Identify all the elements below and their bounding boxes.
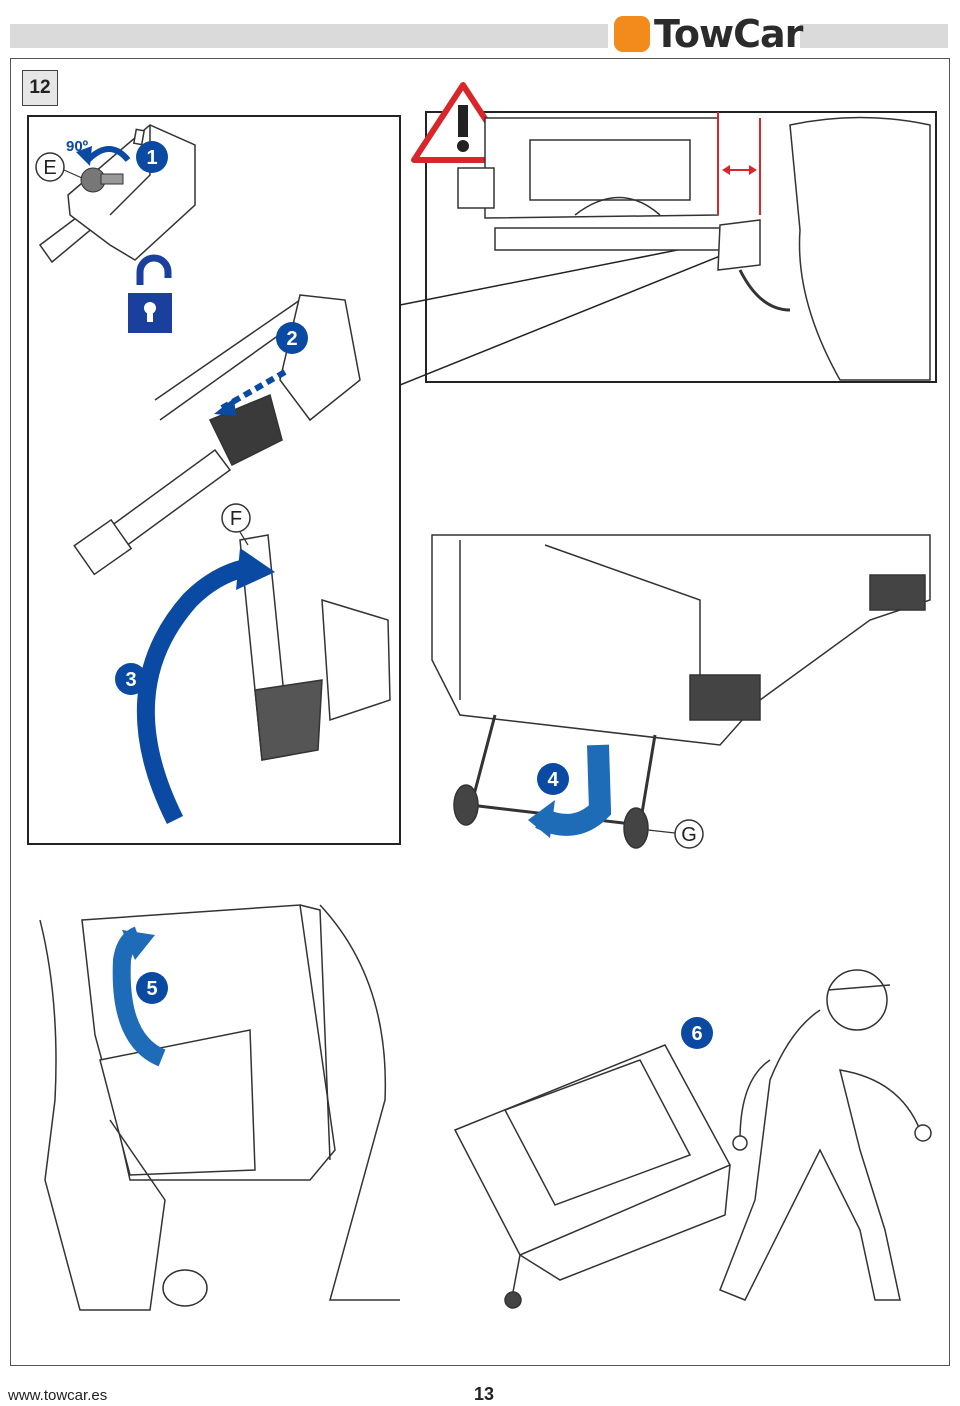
svg-text:1: 1: [146, 147, 157, 169]
step-1-badge: 1: [136, 141, 168, 173]
callout-G-marker: G: [647, 819, 704, 849]
lift-arrow-icon: [136, 559, 248, 825]
clearance-arrowhead-left-icon: [722, 165, 730, 175]
connector-line-lower: [399, 249, 736, 386]
clearance-arrowhead-right-icon: [749, 165, 757, 175]
svg-text:F: F: [230, 508, 242, 530]
svg-text:6: 6: [691, 1023, 702, 1045]
svg-text:5: 5: [146, 978, 157, 1000]
lift-box-arrowhead-icon: [122, 930, 155, 960]
release-pin-drawing: [73, 294, 361, 576]
svg-text:E: E: [43, 157, 56, 179]
svg-text:G: G: [681, 824, 697, 846]
figure-number: 12: [22, 70, 58, 106]
person-pulling-drawing: [719, 969, 932, 1301]
fold-arrowhead-icon: [528, 800, 555, 838]
page-number: 13: [474, 1384, 495, 1404]
header-bar-right: [800, 24, 948, 48]
box-on-towbar-drawing: [457, 116, 931, 381]
towed-box-drawing: [453, 1044, 732, 1309]
lift-box-drawing: [39, 904, 400, 1311]
brand-logo: TowCar: [614, 12, 803, 56]
figure-frame: [10, 58, 950, 1366]
inset-panel-left: [27, 115, 401, 845]
box-wheels-drawing: [431, 534, 931, 849]
rotate-arrow-icon: [85, 146, 131, 163]
step-3-badge: 3: [115, 663, 147, 695]
key-icon: [80, 167, 124, 193]
towbar-lock-drawing: [38, 124, 196, 264]
step-5-badge: 5: [136, 972, 168, 1004]
step-4-badge: 4: [537, 763, 569, 795]
unlock-padlock-icon: [128, 254, 172, 333]
svg-text:2: 2: [286, 328, 297, 350]
brand-name: TowCar: [654, 12, 803, 56]
lever-drawing: [239, 534, 391, 761]
callout-E-marker: E: [35, 152, 83, 182]
svg-text:4: 4: [547, 769, 559, 791]
footer-url: www.towcar.es: [8, 1387, 108, 1404]
step-2-badge: 2: [276, 322, 308, 354]
pull-arrowhead-icon: [214, 398, 236, 416]
inset-panel-top-right: [425, 111, 937, 383]
connector-line-upper: [399, 239, 729, 306]
lift-arrowhead-icon: [236, 548, 275, 590]
callout-F-marker: F: [221, 503, 251, 546]
step-6-badge: 6: [681, 1017, 713, 1049]
angle-label: 90º: [66, 138, 89, 155]
brand-mark-icon: [614, 16, 650, 52]
svg-text:3: 3: [125, 669, 136, 691]
rotate-arrowhead-icon: [76, 146, 92, 166]
header-bar-left: [10, 24, 608, 48]
